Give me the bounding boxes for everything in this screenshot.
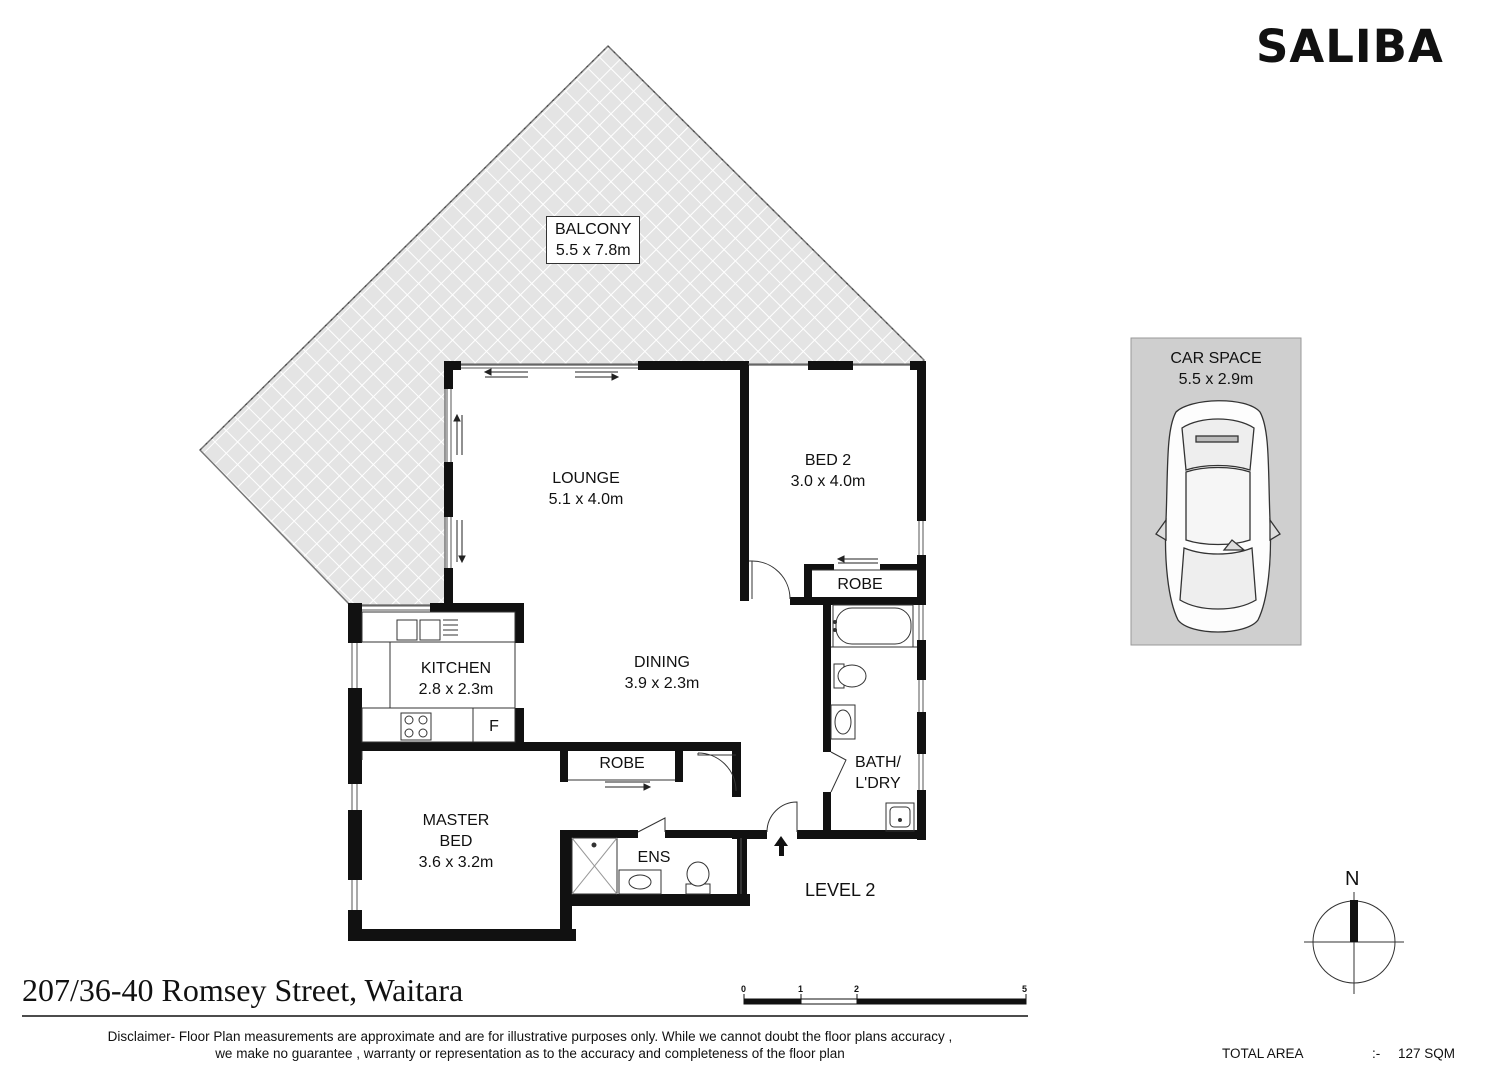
car-space-label: CAR SPACE 5.5 x 2.9m — [1136, 348, 1296, 390]
master-name-line2: BED — [439, 833, 473, 850]
ensuite-label: ENS — [637, 849, 671, 866]
scale-tick-2: 2 — [854, 984, 860, 994]
bed2-label: BED 2 3.0 x 4.0m — [778, 450, 878, 492]
dining-name: DINING — [634, 654, 690, 671]
disclaimer: Disclaimer- Floor Plan measurements are … — [40, 1028, 1020, 1062]
lounge-name: LOUNGE — [552, 470, 620, 487]
total-area-separator: :- — [1372, 1046, 1381, 1061]
north-label: N — [1345, 868, 1360, 890]
master-size: 3.6 x 3.2m — [418, 854, 494, 871]
compass-rose — [1304, 892, 1404, 994]
property-address: 207/36-40 Romsey Street, Waitara — [22, 972, 464, 1008]
bed2-size: 3.0 x 4.0m — [790, 473, 866, 490]
door-swings — [361, 560, 847, 833]
balcony-name: BALCONY — [555, 221, 632, 238]
car-icon — [1155, 400, 1281, 633]
fridge-label: F — [489, 718, 499, 735]
balcony-label: BALCONY 5.5 x 7.8m — [546, 216, 641, 264]
scale-tick-5: 5 — [1022, 984, 1028, 994]
saliba-logo: SALIBA — [1256, 20, 1444, 73]
scale-tick-0: 0 — [741, 984, 747, 994]
dining-size: 3.9 x 2.3m — [624, 675, 700, 692]
master-bed-label: MASTER BED 3.6 x 3.2m — [396, 810, 516, 873]
kitchen-size: 2.8 x 2.3m — [418, 681, 494, 698]
balcony-area — [198, 44, 926, 606]
bed2-name: BED 2 — [804, 452, 852, 469]
ensuite-fixtures — [571, 837, 711, 895]
kitchen-fixtures — [361, 611, 516, 743]
disclaimer-line2: we make no guarantee , warranty or repre… — [215, 1046, 845, 1061]
bath-name-line1: BATH/ — [855, 754, 901, 771]
scale-tick-1: 1 — [798, 984, 804, 994]
dining-label: DINING 3.9 x 2.3m — [612, 652, 712, 694]
disclaimer-line1: Disclaimer- Floor Plan measurements are … — [107, 1029, 953, 1044]
balcony-size: 5.5 x 7.8m — [555, 242, 631, 259]
master-robe-label: ROBE — [599, 755, 645, 772]
lounge-label: LOUNGE 5.1 x 4.0m — [536, 468, 636, 510]
total-area-label: TOTAL AREA — [1222, 1046, 1304, 1061]
bath-fixtures — [830, 604, 917, 832]
car-space — [1130, 337, 1302, 646]
car-space-name: CAR SPACE — [1170, 350, 1262, 367]
car-space-size: 5.5 x 2.9m — [1178, 371, 1254, 388]
total-area-value: 127 SQM — [1398, 1046, 1456, 1061]
lounge-size: 5.1 x 4.0m — [548, 491, 624, 508]
entry-arrow — [774, 836, 788, 856]
master-name-line1: MASTER — [422, 812, 490, 829]
kitchen-label: KITCHEN 2.8 x 2.3m — [404, 658, 508, 700]
bath-label: BATH/ L'DRY — [838, 752, 918, 794]
window-lines — [351, 363, 924, 910]
walls — [348, 361, 926, 941]
scale-bar — [743, 994, 1027, 1005]
slider-arrows — [453, 368, 878, 791]
robe-lines — [568, 569, 917, 781]
bed2-robe-label: ROBE — [837, 576, 883, 593]
kitchen-name: KITCHEN — [420, 660, 492, 677]
level-label: LEVEL 2 — [805, 880, 876, 900]
bath-name-line2: L'DRY — [855, 775, 901, 792]
